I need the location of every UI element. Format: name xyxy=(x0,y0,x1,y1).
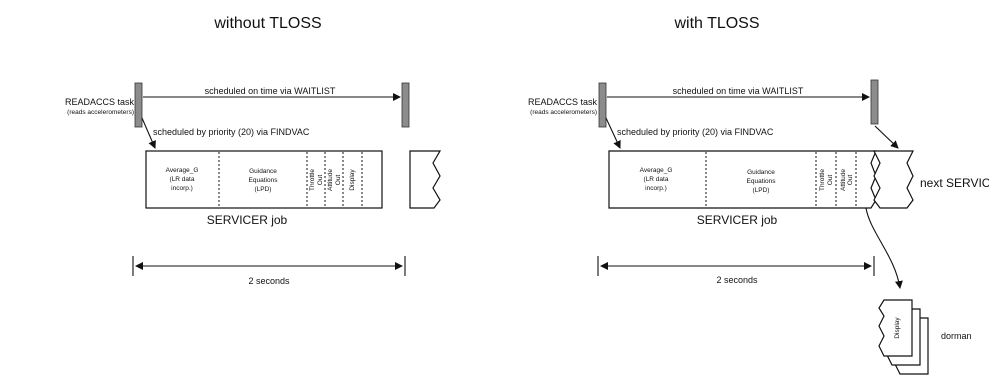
right-title: with TLOSS xyxy=(673,15,759,32)
right-seg-average-1: Average_G xyxy=(640,167,673,174)
left-readaccs-bar xyxy=(134,82,143,128)
right-readaccs-sublabel: (reads accelerometers) xyxy=(530,109,597,116)
left-seg-display: Display xyxy=(349,169,356,191)
right-waitlist-label: scheduled on time via WAITLIST xyxy=(673,86,804,96)
right-next-servicer-label: next SERVICER xyxy=(920,176,989,190)
left-next-readaccs-bar xyxy=(401,82,410,128)
left-readaccs-label: READACCS task xyxy=(65,97,135,107)
right-findvac-label: scheduled by priority (20) via FINDVAC xyxy=(617,127,774,137)
left-job-label: SERVICER job xyxy=(207,213,288,227)
right-duration-label: 2 seconds xyxy=(716,275,758,285)
left-seg-guidance-3: (LPD) xyxy=(255,186,272,193)
right-servicer-box xyxy=(608,150,877,209)
right-seg-average-3: incorp.) xyxy=(645,185,667,192)
left-panel: without TLOSS READACCS task (reads accel… xyxy=(65,15,442,286)
left-seg-attitude-2: Out xyxy=(335,175,342,186)
left-seg-average-2: (LR data xyxy=(170,176,195,183)
left-seg-guidance-2: Equations xyxy=(249,177,279,184)
left-findvac-arrow xyxy=(141,117,156,149)
right-seg-throttle-1: Throttle xyxy=(819,169,826,191)
left-waitlist-label: scheduled on time via WAITLIST xyxy=(205,86,336,96)
right-findvac-arrow xyxy=(605,117,621,149)
right-next-servicer-box xyxy=(873,150,914,209)
right-dormant-display-stack: Display xyxy=(878,299,929,375)
left-seg-throttle-2: Out xyxy=(317,175,324,186)
left-seg-average-3: incorp.) xyxy=(171,185,193,192)
right-seg-guidance-1: Guidance xyxy=(747,169,775,176)
right-seg-attitude-2: Out xyxy=(847,175,854,186)
right-job-label: SERVICER job xyxy=(697,213,778,227)
left-seg-guidance-1: Guidance xyxy=(249,168,277,175)
right-panel: with TLOSS READACCS task (reads accelero… xyxy=(528,15,989,375)
right-seg-guidance-3: (LPD) xyxy=(753,187,770,194)
right-dormant-arrow xyxy=(865,207,903,289)
right-seg-attitude-1: Attitude xyxy=(840,169,847,191)
right-seg-throttle-2: Out xyxy=(827,175,834,186)
left-next-servicer-box xyxy=(409,150,442,209)
right-seg-guidance-2: Equations xyxy=(747,178,777,185)
left-duration-label: 2 seconds xyxy=(248,276,290,286)
right-readaccs-bar xyxy=(598,82,607,128)
right-seg-average-2: (LR data xyxy=(644,176,669,183)
left-title: without TLOSS xyxy=(213,15,321,32)
right-dormant-label: dorman xyxy=(941,331,972,341)
right-readaccs-label: READACCS task xyxy=(528,97,598,107)
left-seg-attitude-1: Attitude xyxy=(327,169,334,191)
left-seg-average-1: Average_G xyxy=(166,167,199,174)
right-next-readaccs-bar xyxy=(870,79,879,125)
left-findvac-label: scheduled by priority (20) via FINDVAC xyxy=(153,127,310,137)
right-display-stack-label: Display xyxy=(894,317,901,339)
right-next-servicer-arrow xyxy=(874,125,899,149)
left-seg-throttle-1: Throttle xyxy=(309,169,316,191)
left-readaccs-sublabel: (reads accelerometers) xyxy=(67,109,134,116)
